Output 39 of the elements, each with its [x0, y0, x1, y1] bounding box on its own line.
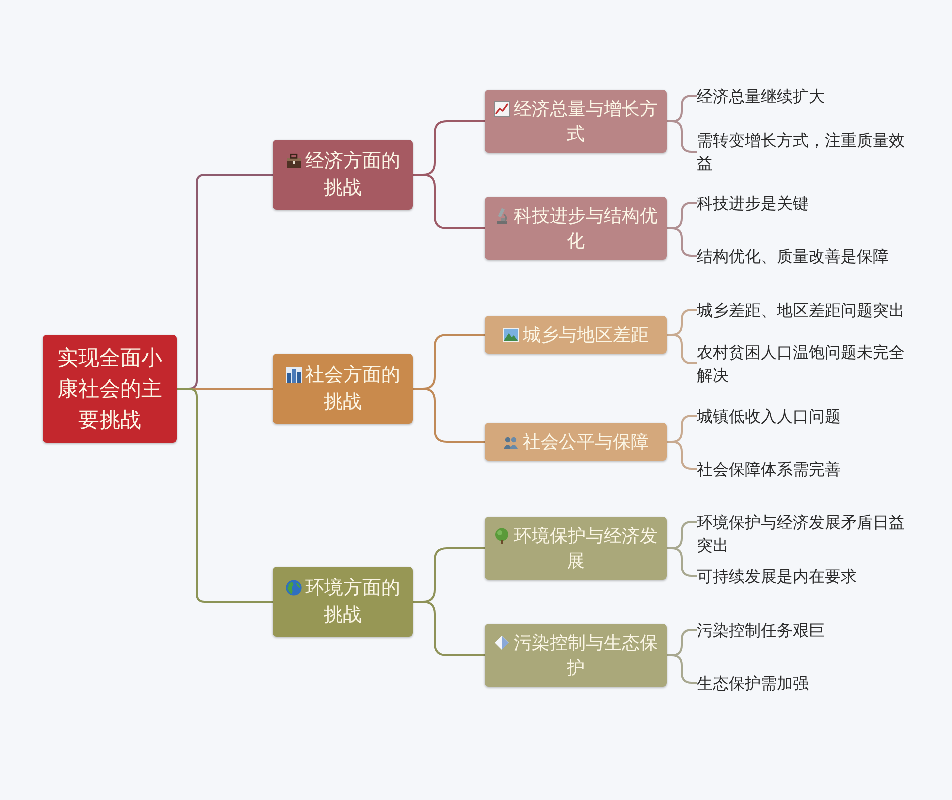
- brace-line: [413, 388, 485, 443]
- leaf-text: 城镇低收入人口问题: [697, 404, 841, 428]
- brace-line: [667, 228, 697, 257]
- subtopic-box: [485, 197, 667, 260]
- main-topic-box: [273, 354, 413, 424]
- leaf-text: 需转变增长方式，注重质量效益: [697, 129, 912, 175]
- topic-text: 经济方面的挑战: [306, 150, 400, 199]
- topic-text: 环境方面的挑战: [306, 577, 400, 626]
- root-topic-box: [43, 335, 177, 443]
- leaf-text: 经济总量继续扩大: [697, 84, 825, 108]
- leaf-text: 社会保障体系需完善: [697, 458, 841, 480]
- brace-line: [413, 174, 485, 230]
- subtopic-box: [485, 90, 667, 153]
- topic-text: 城乡与地区差距: [523, 324, 649, 346]
- leaf-text: 农村贫困人口温饱问题未完全解决: [697, 340, 912, 386]
- main-topic-box: [273, 567, 413, 637]
- brace-line: [413, 601, 485, 656]
- leaf-text: 污染控制任务艰巨: [697, 618, 825, 642]
- leaf-text: 可持续发展是内在要求: [697, 564, 857, 588]
- topic-text: 科技进步与结构优化: [514, 206, 658, 252]
- topic-text: 环境保护与经济发展: [514, 526, 658, 572]
- leaf-text: 环境保护与经济发展矛盾日益突出: [697, 510, 912, 556]
- brace-line: [667, 654, 697, 684]
- leaf-text: 生态保护需加强: [697, 672, 809, 694]
- leaf-text: 城乡差距、地区差距问题突出: [697, 298, 905, 322]
- subtopic-box: [485, 423, 667, 461]
- main-topic-box: [273, 140, 413, 210]
- subtopic-box: [485, 517, 667, 580]
- subtopic-box: [485, 316, 667, 354]
- subtopic-box: [485, 624, 667, 687]
- leaf-text: 结构优化、质量改善是保障: [697, 244, 889, 268]
- topic-text: 实现全面小康社会的主要挑战: [58, 346, 162, 432]
- brace-line: [667, 548, 697, 577]
- leaf-text: 科技进步是关键: [697, 192, 809, 214]
- topic-text: 社会公平与保障: [523, 432, 649, 452]
- topic-text: 社会方面的挑战: [306, 364, 400, 413]
- topic-text: 污染控制与生态保护: [514, 632, 658, 678]
- branch-line: [177, 388, 273, 603]
- topic-text: 经济总量与增长方式: [514, 98, 658, 144]
